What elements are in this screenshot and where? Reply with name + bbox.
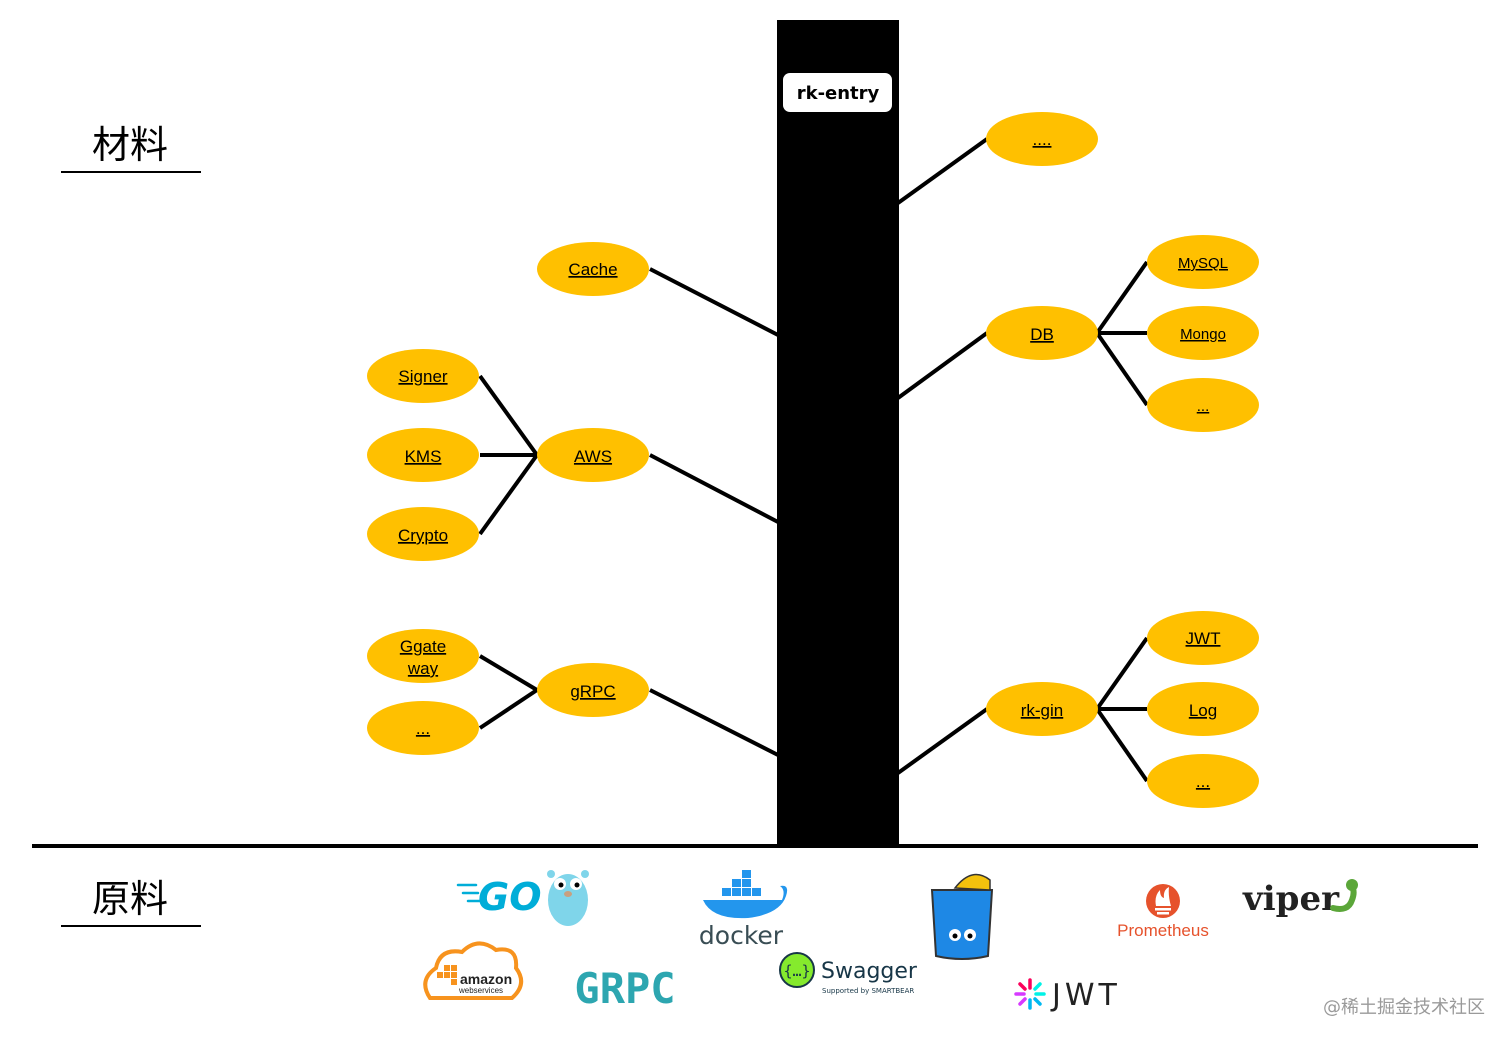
node-aws[interactable]: AWS xyxy=(537,428,649,482)
node-log[interactable]: Log xyxy=(1147,682,1259,736)
node-jwt-label: JWT xyxy=(1186,629,1221,648)
node-rk-gin[interactable]: rk-gin xyxy=(986,682,1098,736)
aws-logo: amazon webservices xyxy=(423,941,524,1000)
node-kms[interactable]: KMS xyxy=(367,428,479,482)
swagger-logo-text: Swagger xyxy=(821,959,918,984)
viper-logo-text: viper xyxy=(1242,879,1340,919)
docker-logo: docker xyxy=(699,870,788,950)
node-ggateway-label-2: way xyxy=(407,659,439,678)
aws-logo-text: amazon xyxy=(460,971,512,987)
viper-logo: viper xyxy=(1242,879,1358,919)
materials-label: 材料 xyxy=(92,123,168,167)
node-aws-label: AWS xyxy=(574,447,612,466)
node-signer-label: Signer xyxy=(398,367,447,386)
node-db-label: DB xyxy=(1030,325,1054,344)
node-mongo[interactable]: Mongo xyxy=(1147,306,1259,360)
node-kms-label: KMS xyxy=(405,447,442,466)
node-grpc-label: gRPC xyxy=(570,682,615,701)
rk-entry-label: rk-entry xyxy=(797,83,880,104)
grpc-logo-text: GRPC xyxy=(574,964,675,1013)
node-signer[interactable]: Signer xyxy=(367,349,479,403)
node-top-more-label: .... xyxy=(1033,130,1052,149)
node-grpc[interactable]: gRPC xyxy=(537,663,649,717)
prometheus-logo-text: Prometheus xyxy=(1117,921,1209,940)
node-mongo-label: Mongo xyxy=(1180,326,1226,343)
svg-text:{…}: {…} xyxy=(783,962,810,980)
node-jwt[interactable]: JWT xyxy=(1147,611,1259,665)
node-rk-gin-label: rk-gin xyxy=(1021,701,1064,720)
grpc-logo: GRPC xyxy=(574,964,675,1013)
node-cache[interactable]: Cache xyxy=(537,242,649,296)
rk-entry-box xyxy=(783,73,892,112)
gopher-icon xyxy=(547,870,589,926)
swagger-logo-subtext: Supported by SMARTBEAR xyxy=(822,987,914,995)
go-logo-text: GO xyxy=(478,875,542,919)
aws-boxes-icon xyxy=(437,965,457,985)
go-speed-lines-icon xyxy=(456,883,482,903)
node-gin-more-label: ... xyxy=(1196,772,1210,791)
raw-materials-label: 原料 xyxy=(92,877,168,921)
node-db-more-label: ... xyxy=(1197,398,1210,415)
docker-whale-icon xyxy=(703,870,788,919)
prometheus-flame-icon xyxy=(1146,884,1180,918)
jwt-logo: JWT xyxy=(1014,978,1121,1013)
node-mysql[interactable]: MySQL xyxy=(1147,235,1259,289)
jwt-star-icon xyxy=(1014,978,1046,1010)
watermark: @稀土掘金技术社区 xyxy=(1323,997,1485,1018)
swagger-braces-icon: {…} xyxy=(779,952,815,988)
node-cache-label: Cache xyxy=(568,260,617,279)
go-logo: GO xyxy=(456,870,589,926)
node-mysql-label: MySQL xyxy=(1178,255,1228,272)
node-gin-more[interactable]: ... xyxy=(1147,754,1259,808)
aws-logo-subtext: webservices xyxy=(458,986,503,995)
node-crypto-label: Crypto xyxy=(398,526,448,545)
node-db-more[interactable]: ... xyxy=(1147,378,1259,432)
trunk xyxy=(777,20,899,846)
node-db[interactable]: DB xyxy=(986,306,1098,360)
node-grpc-more-label: ... xyxy=(416,719,430,738)
gin-logo-icon xyxy=(930,873,994,960)
swagger-logo: {…} Swagger Supported by SMARTBEAR xyxy=(779,952,918,995)
jwt-logo-text: JWT xyxy=(1050,978,1121,1013)
node-top-more[interactable]: .... xyxy=(986,112,1098,166)
node-grpc-more[interactable]: ... xyxy=(367,701,479,755)
viper-snake-icon xyxy=(1330,879,1358,912)
node-ggateway-label-1: Ggate xyxy=(400,637,446,656)
prometheus-logo: Prometheus xyxy=(1117,884,1209,940)
node-ggateway[interactable]: Ggate way xyxy=(367,629,479,683)
docker-logo-text: docker xyxy=(699,921,784,950)
node-log-label: Log xyxy=(1189,701,1217,720)
connectors xyxy=(478,137,1149,783)
node-crypto[interactable]: Crypto xyxy=(367,507,479,561)
